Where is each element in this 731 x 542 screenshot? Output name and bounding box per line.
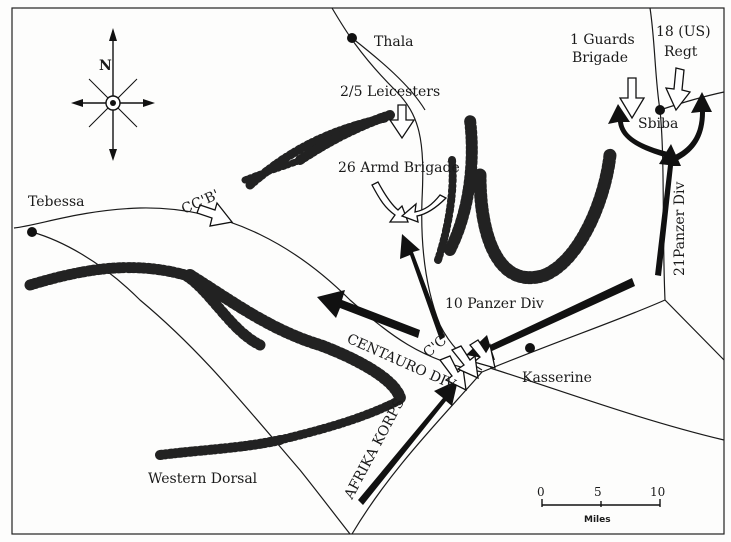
compass-center-dot <box>110 100 116 106</box>
ridge-west-5 <box>241 154 309 184</box>
scale-label-10: 10 <box>650 485 665 499</box>
label-1-guards: 1 Guards <box>570 32 635 48</box>
compass-west-tip <box>71 99 83 107</box>
arrow-ccb <box>196 201 234 227</box>
road-thala-kasserine <box>331 7 483 371</box>
road-tebessa-kasserine <box>13 207 483 373</box>
ridge-west-1 <box>24 262 266 351</box>
compass-east-tip <box>143 99 155 107</box>
ridge-central-v <box>444 114 478 256</box>
arrow-10pz-west <box>317 290 420 338</box>
roads <box>13 7 725 535</box>
road-thala-east <box>351 37 426 111</box>
scale-label-0: 0 <box>537 485 545 499</box>
arrow-21pz-north <box>655 144 681 276</box>
ridge-west-3 <box>275 395 405 445</box>
mountain-ridges <box>24 110 617 460</box>
road-sbiba-east <box>659 91 725 111</box>
label-sbiba: Sbiba <box>638 116 678 132</box>
label-leicesters: 2/5 Leicesters <box>340 84 440 100</box>
road-tebessa-south <box>31 231 351 535</box>
road-sbiba-south <box>659 109 725 361</box>
scale-bar: 0 5 10 Miles <box>537 485 665 525</box>
label-western-dorsal: Western Dorsal <box>148 471 258 487</box>
axis-arrows <box>317 92 712 505</box>
label-10-panzer-div: 10 Panzer Div <box>445 296 544 312</box>
compass-north-tip <box>109 28 117 41</box>
ridge-north-2 <box>295 110 395 165</box>
label-guards-brigade: Brigade <box>572 50 628 66</box>
scale-label-5: 5 <box>594 485 602 499</box>
arrow-sbiba-left <box>608 104 668 158</box>
compass-south-tip <box>109 149 117 161</box>
scale-units: Miles <box>584 515 611 525</box>
ridge-central-v2 <box>434 156 457 264</box>
town-dot-sbiba <box>655 105 665 115</box>
road-kasserine-east <box>481 299 666 373</box>
arrow-centauro-2 <box>450 345 479 380</box>
label-26-armd-brigade: 26 Armd Brigade <box>338 160 460 176</box>
compass-rose: N <box>71 28 155 161</box>
arrow-sbiba-right <box>668 92 712 164</box>
ridge-central-u <box>473 148 617 284</box>
arrow-10pz-north <box>400 234 445 340</box>
label-18-us: 18 (US) <box>656 24 711 40</box>
town-dot-tebessa <box>27 227 37 237</box>
label-thala: Thala <box>374 34 414 50</box>
towns <box>27 33 665 353</box>
arrow-us-regt <box>664 67 692 112</box>
ridge-west-2 <box>184 269 406 404</box>
arrow-guards <box>618 77 646 120</box>
road-sbiba-north <box>649 7 661 111</box>
allied-arrows <box>196 67 692 392</box>
road-kasserine-se <box>489 367 725 441</box>
ridge-west-4 <box>155 435 285 460</box>
arrow-leicesters <box>388 104 416 140</box>
label-21-panzer-div: 21Panzer Div <box>672 182 688 276</box>
compass-north-label: N <box>99 58 112 74</box>
label-tebessa: Tebessa <box>28 194 85 210</box>
map-frame <box>11 7 725 535</box>
label-kasserine: Kasserine <box>522 370 592 386</box>
label-us-regt: Regt <box>664 44 698 60</box>
arrow-26-armd-right <box>400 194 448 224</box>
town-dot-thala <box>347 33 357 43</box>
town-dot-kasserine <box>525 343 535 353</box>
arrow-afrika-korps <box>358 380 458 505</box>
arrow-centauro-1 <box>438 355 467 392</box>
arrow-21pz-kasserine <box>466 278 635 360</box>
